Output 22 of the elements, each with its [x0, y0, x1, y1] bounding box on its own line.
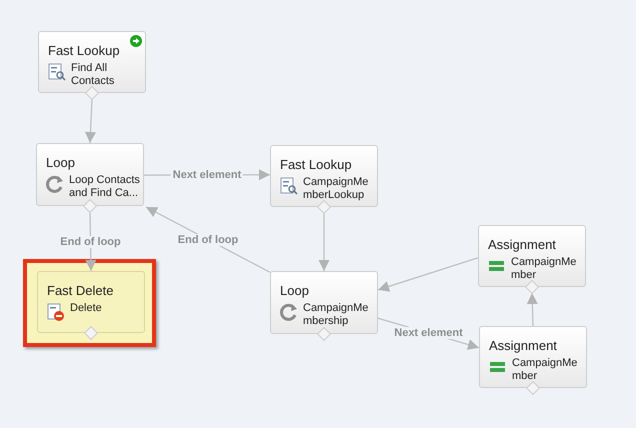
element-type-label: Assignment [488, 237, 556, 252]
element-name-label: CampaignMemberLookup [303, 176, 370, 202]
arrow [526, 292, 538, 326]
element-type-label: Assignment [489, 338, 557, 353]
arrow [85, 98, 96, 144]
element-name-label: CampaignMember [511, 256, 578, 282]
arrow [378, 257, 478, 292]
edge-label: End of loop [176, 234, 240, 246]
element-name-label: CampaignMember [512, 357, 578, 383]
element-type-label: Fast Delete [47, 283, 114, 298]
arrow [318, 213, 330, 271]
element-name-label: Delete [70, 302, 103, 315]
element-type-label: Loop [280, 283, 309, 298]
element-type-label: Loop [46, 155, 75, 170]
edge-label: Next element [170, 168, 244, 181]
edge-label: End of loop [58, 236, 123, 248]
element-name-label: CampaignMembership [303, 302, 370, 328]
element-type-label: Fast Lookup [48, 43, 120, 58]
element-name-label: Find All Contacts [71, 62, 116, 88]
edge-label: Next element [392, 326, 465, 339]
element-name-label: Loop Contacts and Find Ca... [69, 174, 141, 200]
element-type-label: Fast Lookup [280, 157, 352, 172]
